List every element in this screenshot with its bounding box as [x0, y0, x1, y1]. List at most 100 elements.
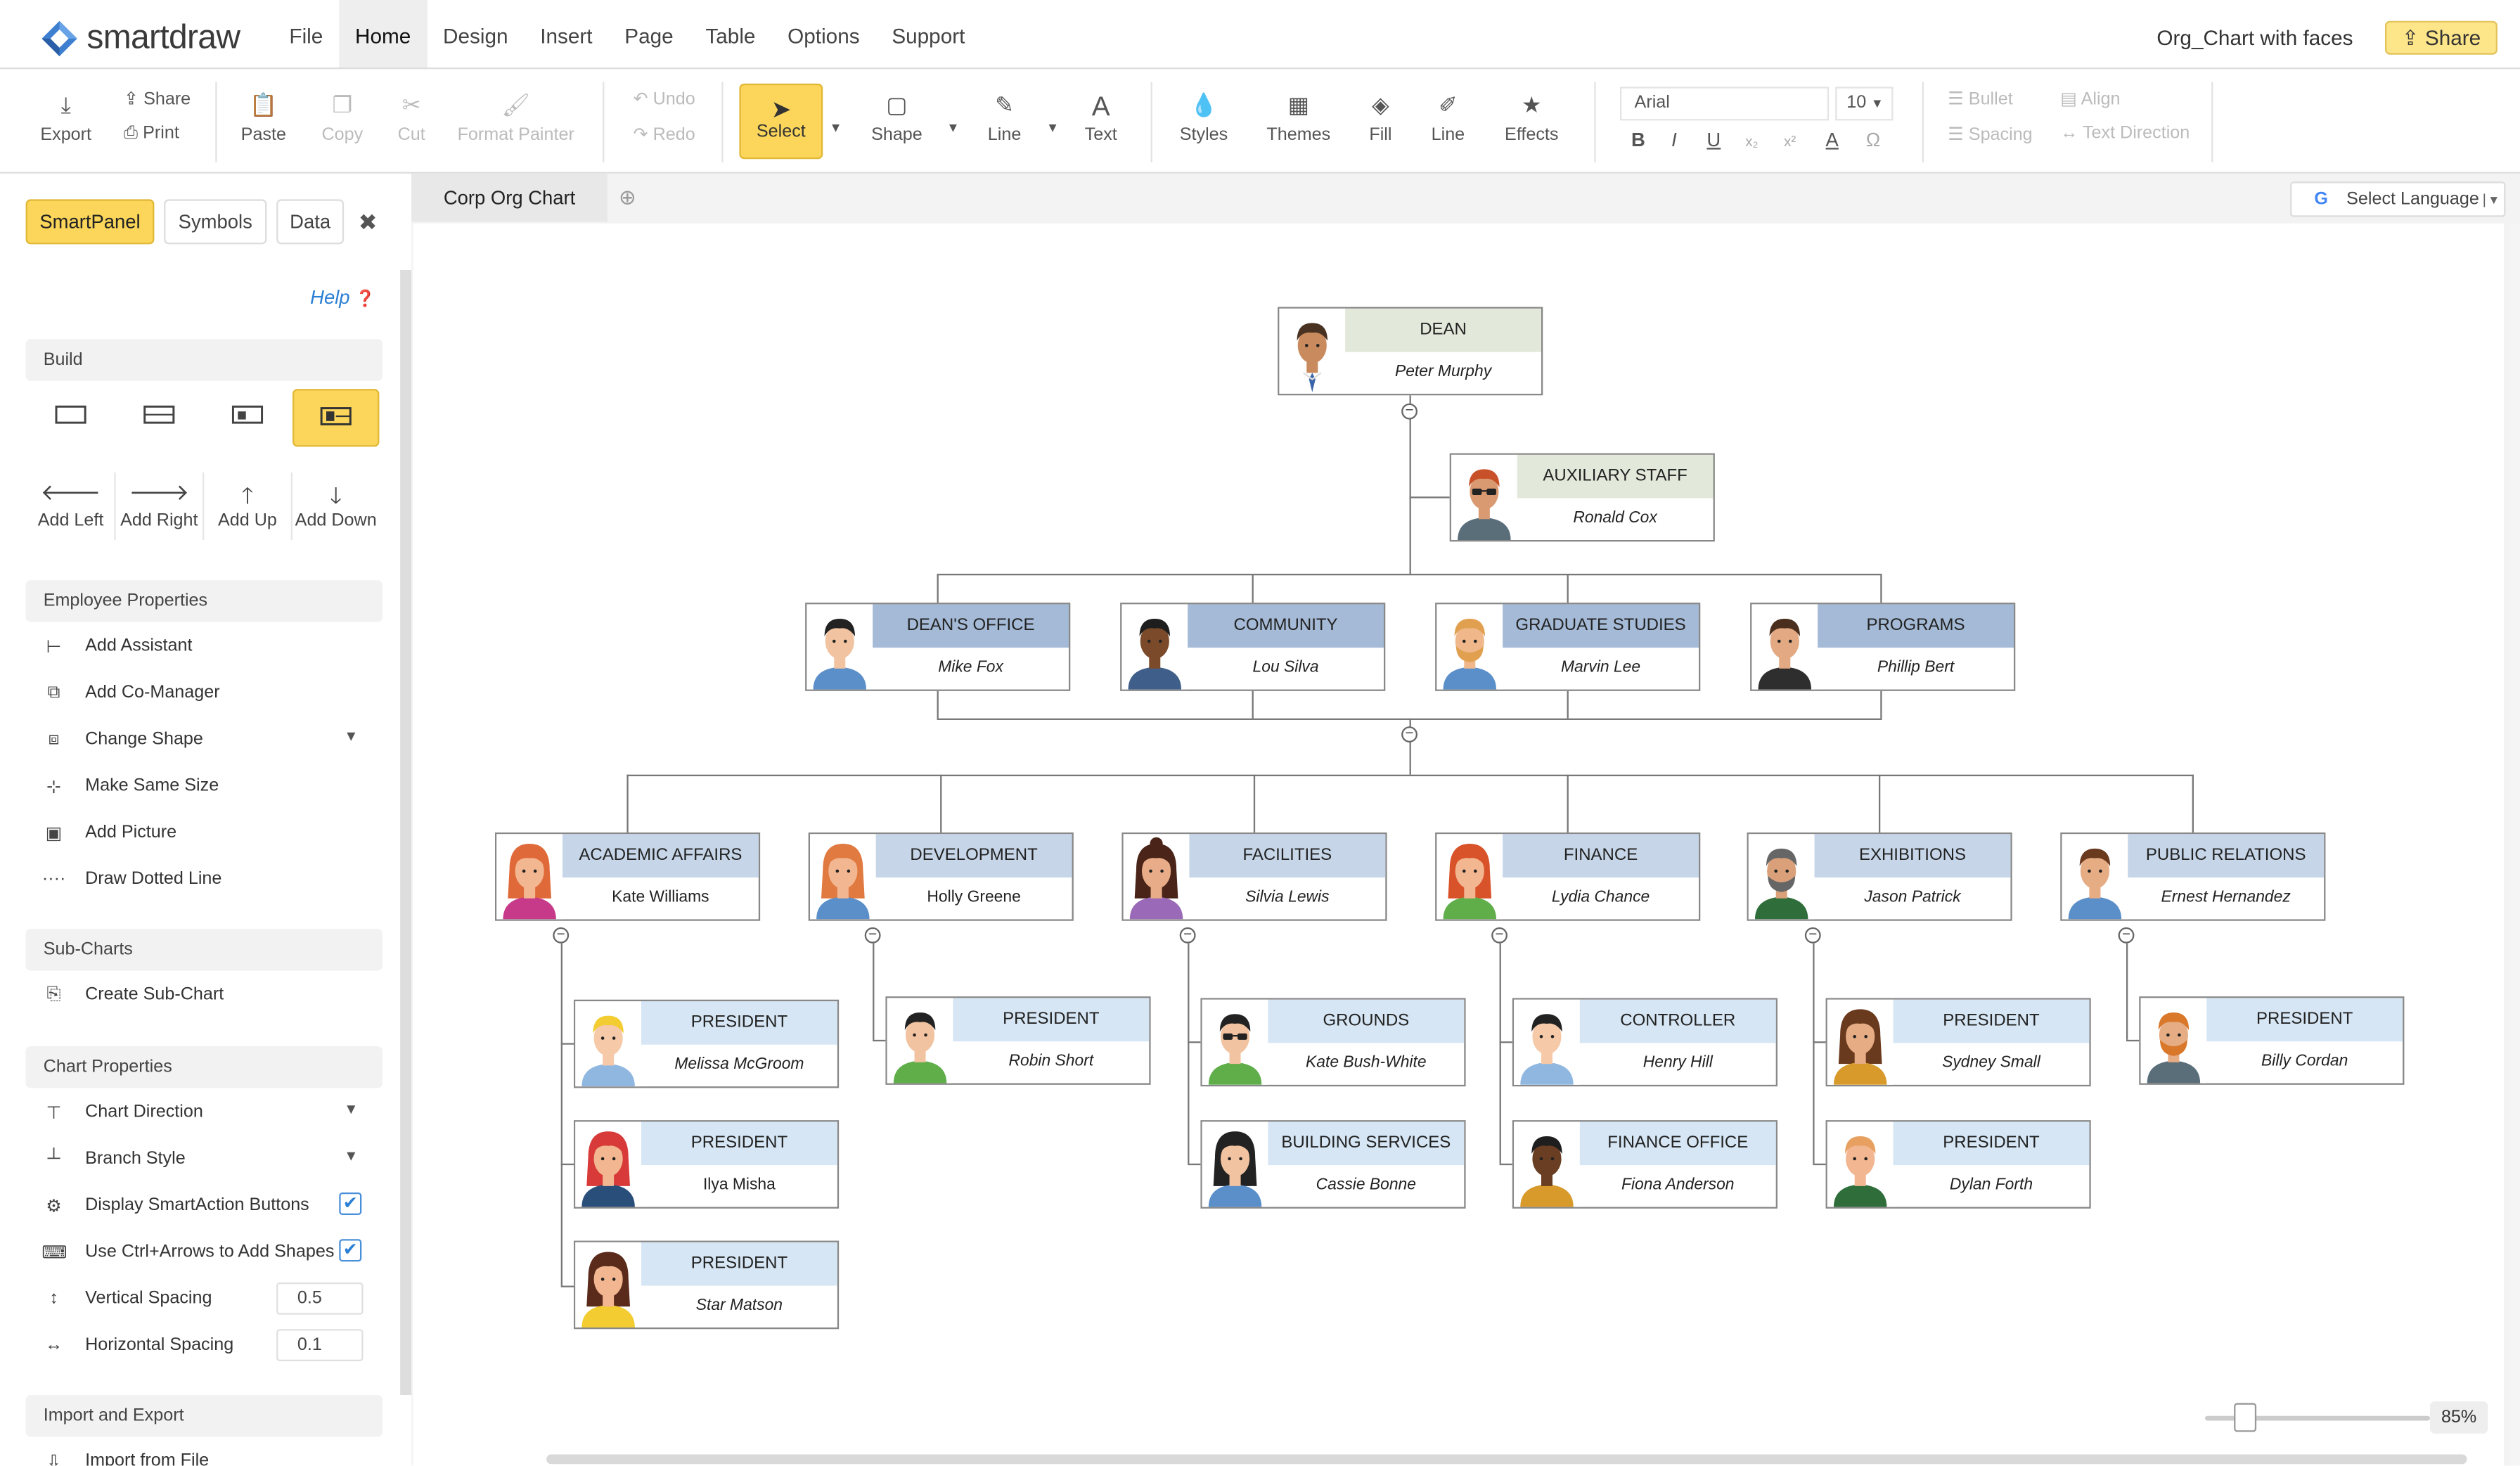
align-button[interactable]: ▤ Align [2060, 89, 2120, 109]
menu-home[interactable]: Home [339, 0, 428, 67]
superscript-button[interactable]: x² [1784, 133, 1796, 150]
font-size-select[interactable]: 10▼ [1835, 86, 1894, 121]
collapse-toggle-icon[interactable]: − [2118, 927, 2135, 944]
menu-design[interactable]: Design [443, 24, 508, 49]
spacing-button[interactable]: ☰ Spacing [1948, 124, 2032, 144]
select-dropdown-icon[interactable]: ▼ [829, 120, 842, 135]
horizontal-spacing-input[interactable]: 0.1 [276, 1329, 364, 1361]
chevron-down-icon[interactable]: ▼ [344, 728, 359, 745]
italic-button[interactable]: I [1671, 128, 1677, 151]
horizontal-scrollbar[interactable] [546, 1454, 2467, 1465]
help-link[interactable]: Help ❓ [310, 286, 375, 309]
font-color-button[interactable]: A [1825, 128, 1839, 151]
subscript-button[interactable]: x₂ [1745, 133, 1759, 150]
collapse-toggle-icon[interactable]: − [1401, 726, 1418, 742]
select-language[interactable]: G Select Language | ▾ [2290, 181, 2506, 217]
bullet-button[interactable]: ☰ Bullet [1948, 89, 2012, 109]
add-tab-icon[interactable]: ⊕ [618, 184, 636, 210]
chart-direction-item[interactable]: ⊤Chart Direction [41, 1098, 203, 1126]
copy-button[interactable]: ❐Copy [316, 91, 368, 144]
collapse-toggle-icon[interactable]: − [553, 927, 570, 944]
add-right-button[interactable]: 🡒Add Right [116, 479, 202, 530]
build-shape-image-two-row[interactable] [292, 389, 380, 447]
ribbon-share-button[interactable]: ⇪ Share [124, 89, 191, 109]
make-same-size-item[interactable]: ⊹Make Same Size [41, 771, 219, 800]
collapse-toggle-icon[interactable]: − [864, 927, 881, 944]
cut-button[interactable]: ✂Cut [386, 91, 437, 144]
add-up-button[interactable]: 🡑Add Up [204, 479, 290, 531]
bold-button[interactable]: B [1631, 128, 1645, 151]
zoom-slider-track[interactable] [2204, 1415, 2430, 1421]
export-button[interactable]: ⤓Export [39, 91, 94, 144]
menu-file[interactable]: File [289, 24, 323, 49]
text-direction-button[interactable]: ↔ Text Direction [2060, 124, 2190, 143]
create-sub-chart-item[interactable]: ⎘Create Sub-Chart [41, 980, 224, 1009]
build-shape-image[interactable] [204, 389, 290, 446]
share-button[interactable]: ⇪ Share [2384, 20, 2498, 55]
redo-button[interactable]: ↷ Redo [634, 124, 695, 144]
close-icon[interactable]: ✖ [358, 209, 378, 235]
styles-button[interactable]: 💧Styles [1176, 91, 1231, 144]
line-tool-button[interactable]: ✎Line [980, 91, 1029, 144]
tab-smartpanel[interactable]: SmartPanel [25, 199, 155, 245]
menu-support[interactable]: Support [892, 24, 965, 49]
zoom-slider-handle[interactable] [2234, 1403, 2257, 1432]
menu-page[interactable]: Page [624, 24, 674, 49]
import-from-file-item[interactable]: ⇩Import from File [41, 1446, 209, 1466]
collapse-toggle-icon[interactable]: − [1401, 403, 1418, 420]
change-shape-item[interactable]: ⧈Change Shape [41, 725, 203, 754]
add-assistant-item[interactable]: ⊢Add Assistant [41, 631, 193, 660]
draw-dotted-line-item[interactable]: ····Draw Dotted Line [41, 865, 222, 894]
undo-button[interactable]: ↶ Undo [634, 89, 695, 109]
logo[interactable]: smartdraw [41, 19, 240, 58]
vertical-scrollbar[interactable] [2508, 223, 2520, 1466]
fill-button[interactable]: ◈Fill [1358, 91, 1403, 144]
add-co-manager-item[interactable]: ⧉Add Co-Manager [41, 679, 220, 707]
display-smartaction-checkbox[interactable]: ✔ [339, 1192, 362, 1215]
menu-table[interactable]: Table [705, 24, 756, 49]
collapse-toggle-icon[interactable]: − [1179, 927, 1196, 944]
effects-button[interactable]: ★Effects [1500, 91, 1564, 144]
tab-corp-org-chart[interactable]: Corp Org Chart [411, 173, 608, 222]
select-button[interactable]: ➤Select [739, 83, 823, 160]
panel-scrollbar[interactable] [400, 269, 412, 1395]
branch-style-item[interactable]: ┴Branch Style [41, 1144, 186, 1173]
font-family-select[interactable]: Arial [1619, 86, 1830, 121]
menu-insert[interactable]: Insert [540, 24, 593, 49]
build-shape-simple[interactable] [27, 389, 114, 446]
build-shape-two-row[interactable] [116, 389, 202, 446]
themes-button[interactable]: ▦Themes [1265, 91, 1332, 144]
chevron-down-icon[interactable]: ▼ [344, 1100, 359, 1117]
format-painter-button[interactable]: 🖌Format Painter [455, 91, 577, 144]
print-button[interactable]: ⎙ Print [124, 124, 179, 145]
paste-button[interactable]: 📋Paste [238, 91, 289, 144]
vertical-spacing-input[interactable]: 0.5 [276, 1282, 364, 1315]
ctrl-arrows-checkbox[interactable]: ✔ [339, 1239, 362, 1262]
add-left-button[interactable]: 🡐Add Left [27, 479, 114, 530]
underline-button[interactable]: U [1706, 128, 1721, 151]
line-dropdown-icon[interactable]: ▼ [1046, 120, 1060, 135]
shape-button[interactable]: ▢Shape [868, 91, 925, 144]
